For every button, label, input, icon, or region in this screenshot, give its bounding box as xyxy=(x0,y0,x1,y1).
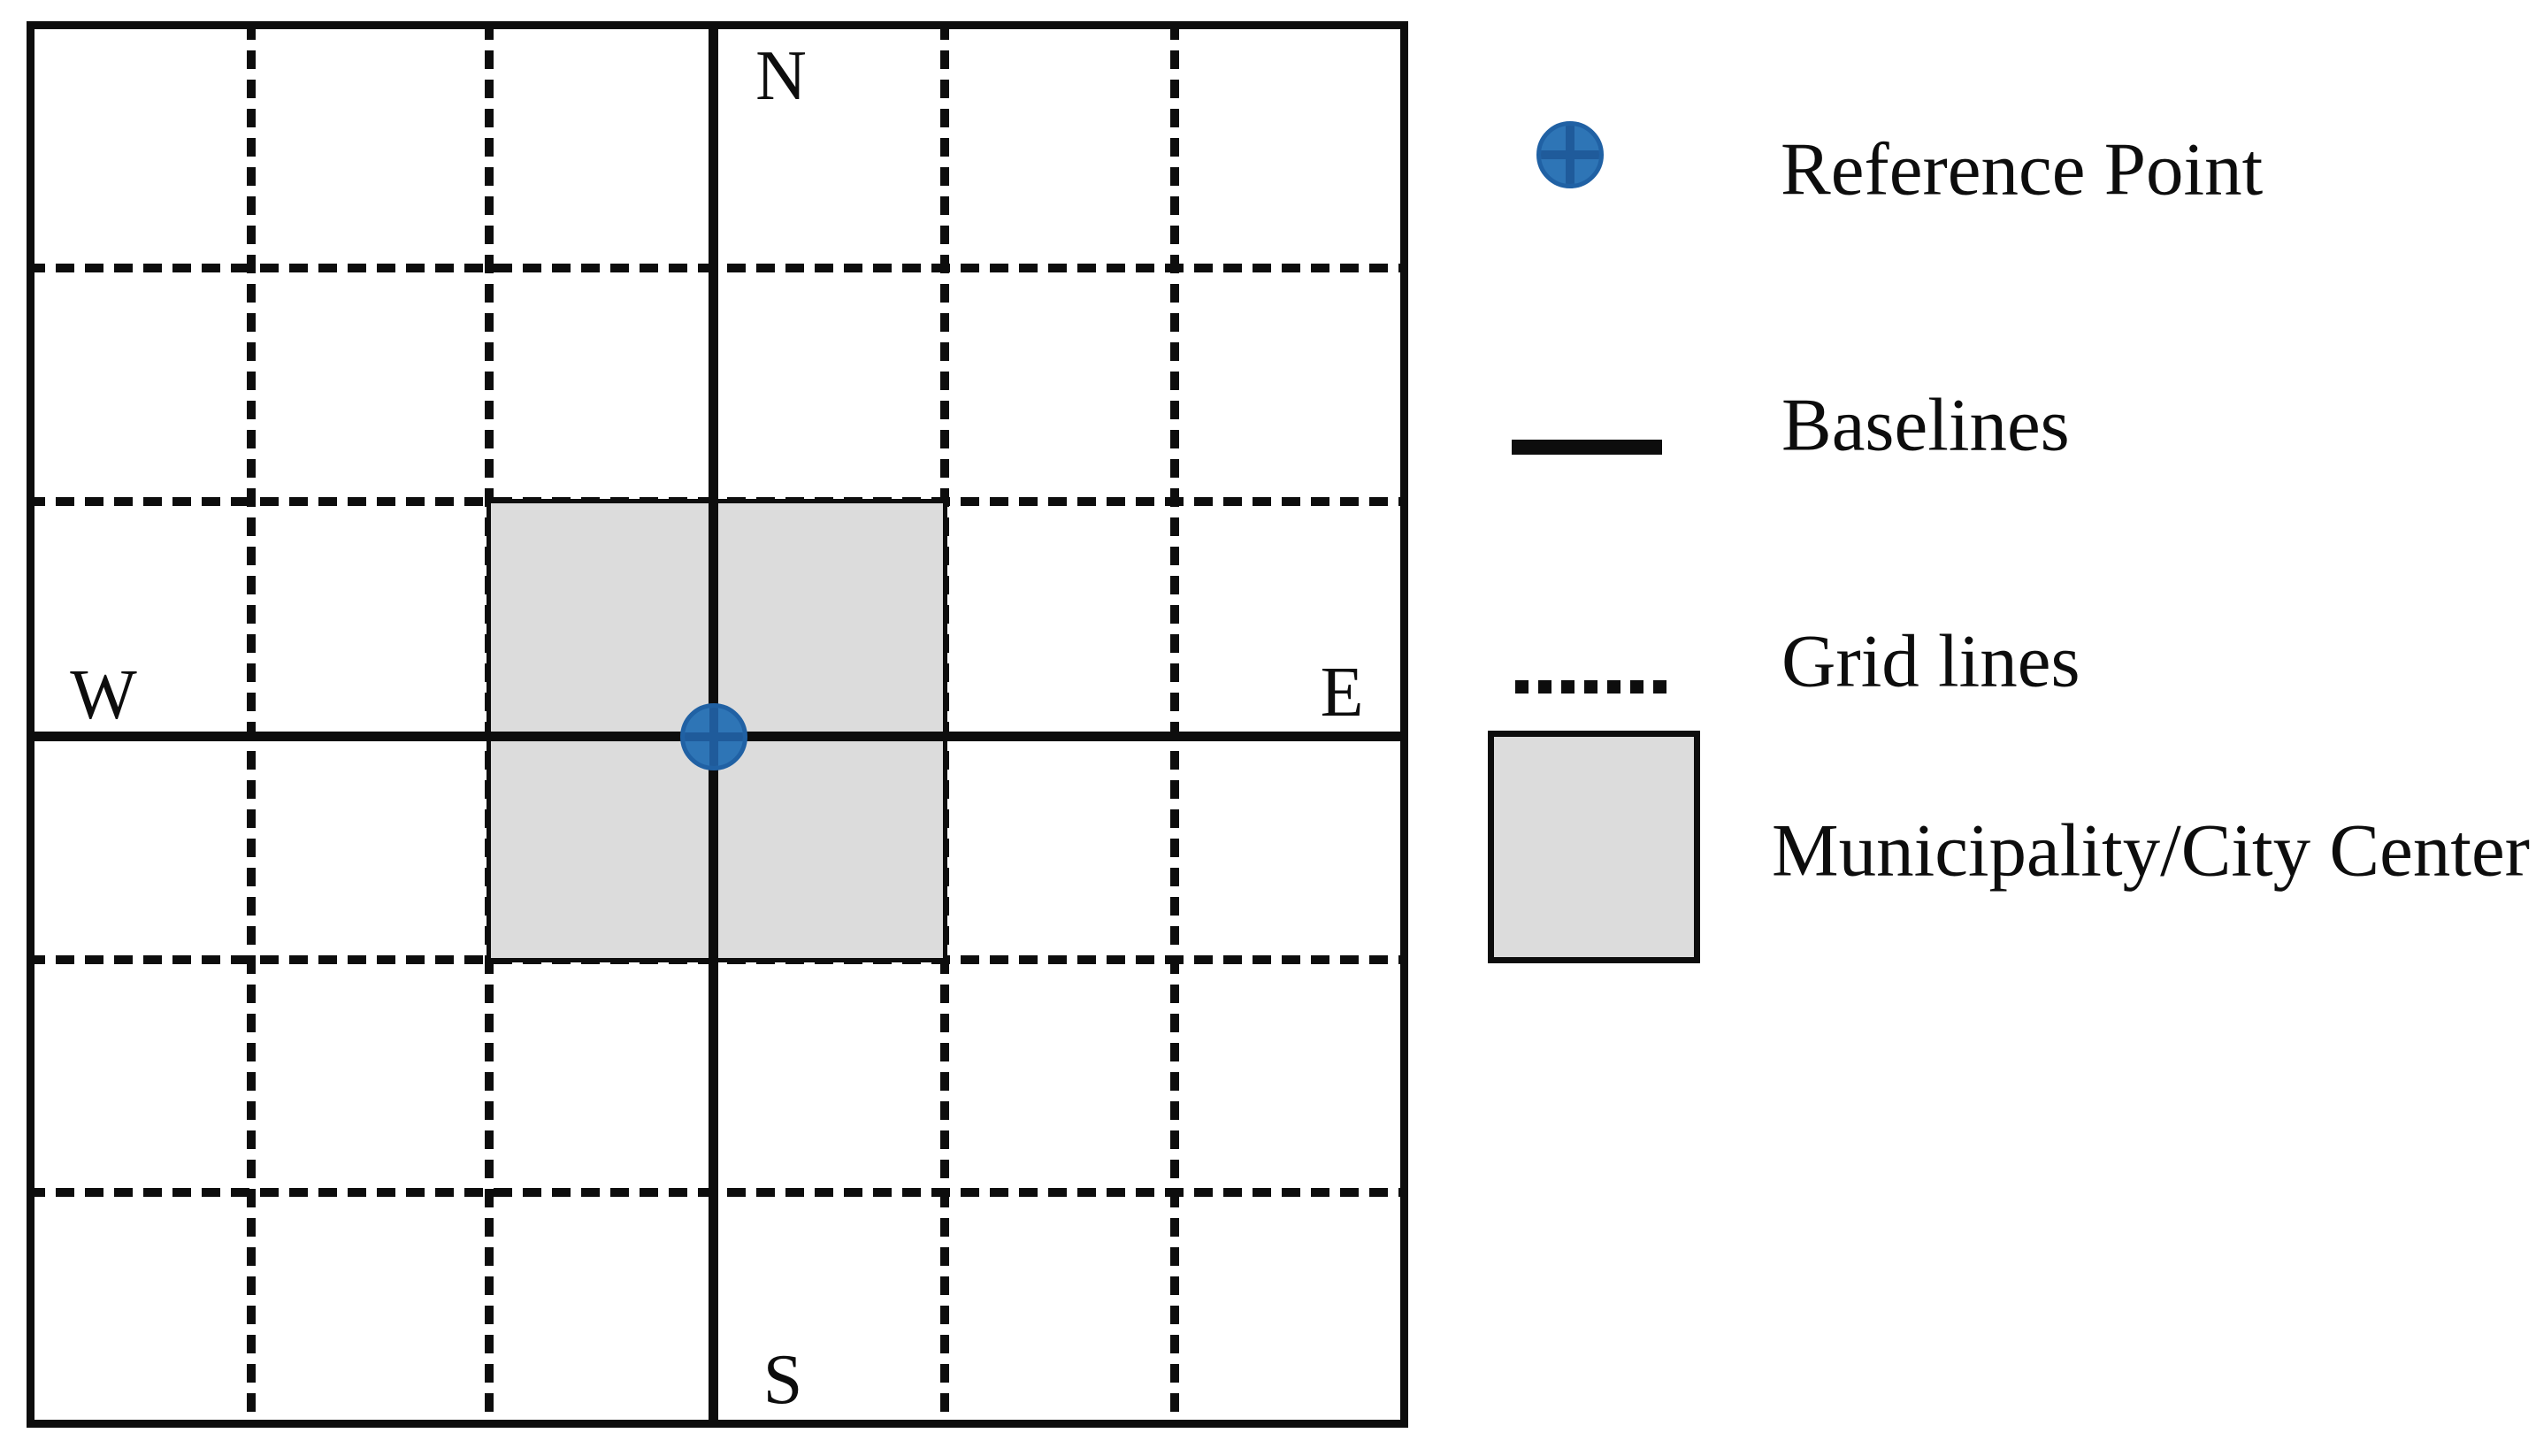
legend-label-reference-point: Reference Point xyxy=(1781,127,2264,211)
legend-label-baselines: Baselines xyxy=(1781,383,2070,467)
baselines-legend-swatch xyxy=(1512,440,1662,455)
legend-label-municipality-city-center: Municipality/City Center xyxy=(1772,808,2530,893)
compass-label-west: W xyxy=(70,656,137,734)
grid-line-vertical-1 xyxy=(247,21,256,1428)
grid-line-vertical-4 xyxy=(1170,21,1179,1428)
municipality-legend-swatch xyxy=(1488,731,1700,963)
compass-label-east: E xyxy=(1320,654,1364,732)
reference-point-legend-swatch xyxy=(1536,121,1604,188)
grid-lines-legend-swatch xyxy=(1515,680,1667,694)
compass-label-north: N xyxy=(755,37,807,115)
compass-label-south: S xyxy=(762,1341,803,1419)
legend-label-grid-lines: Grid lines xyxy=(1781,619,2080,703)
reference-point-marker xyxy=(680,703,747,770)
